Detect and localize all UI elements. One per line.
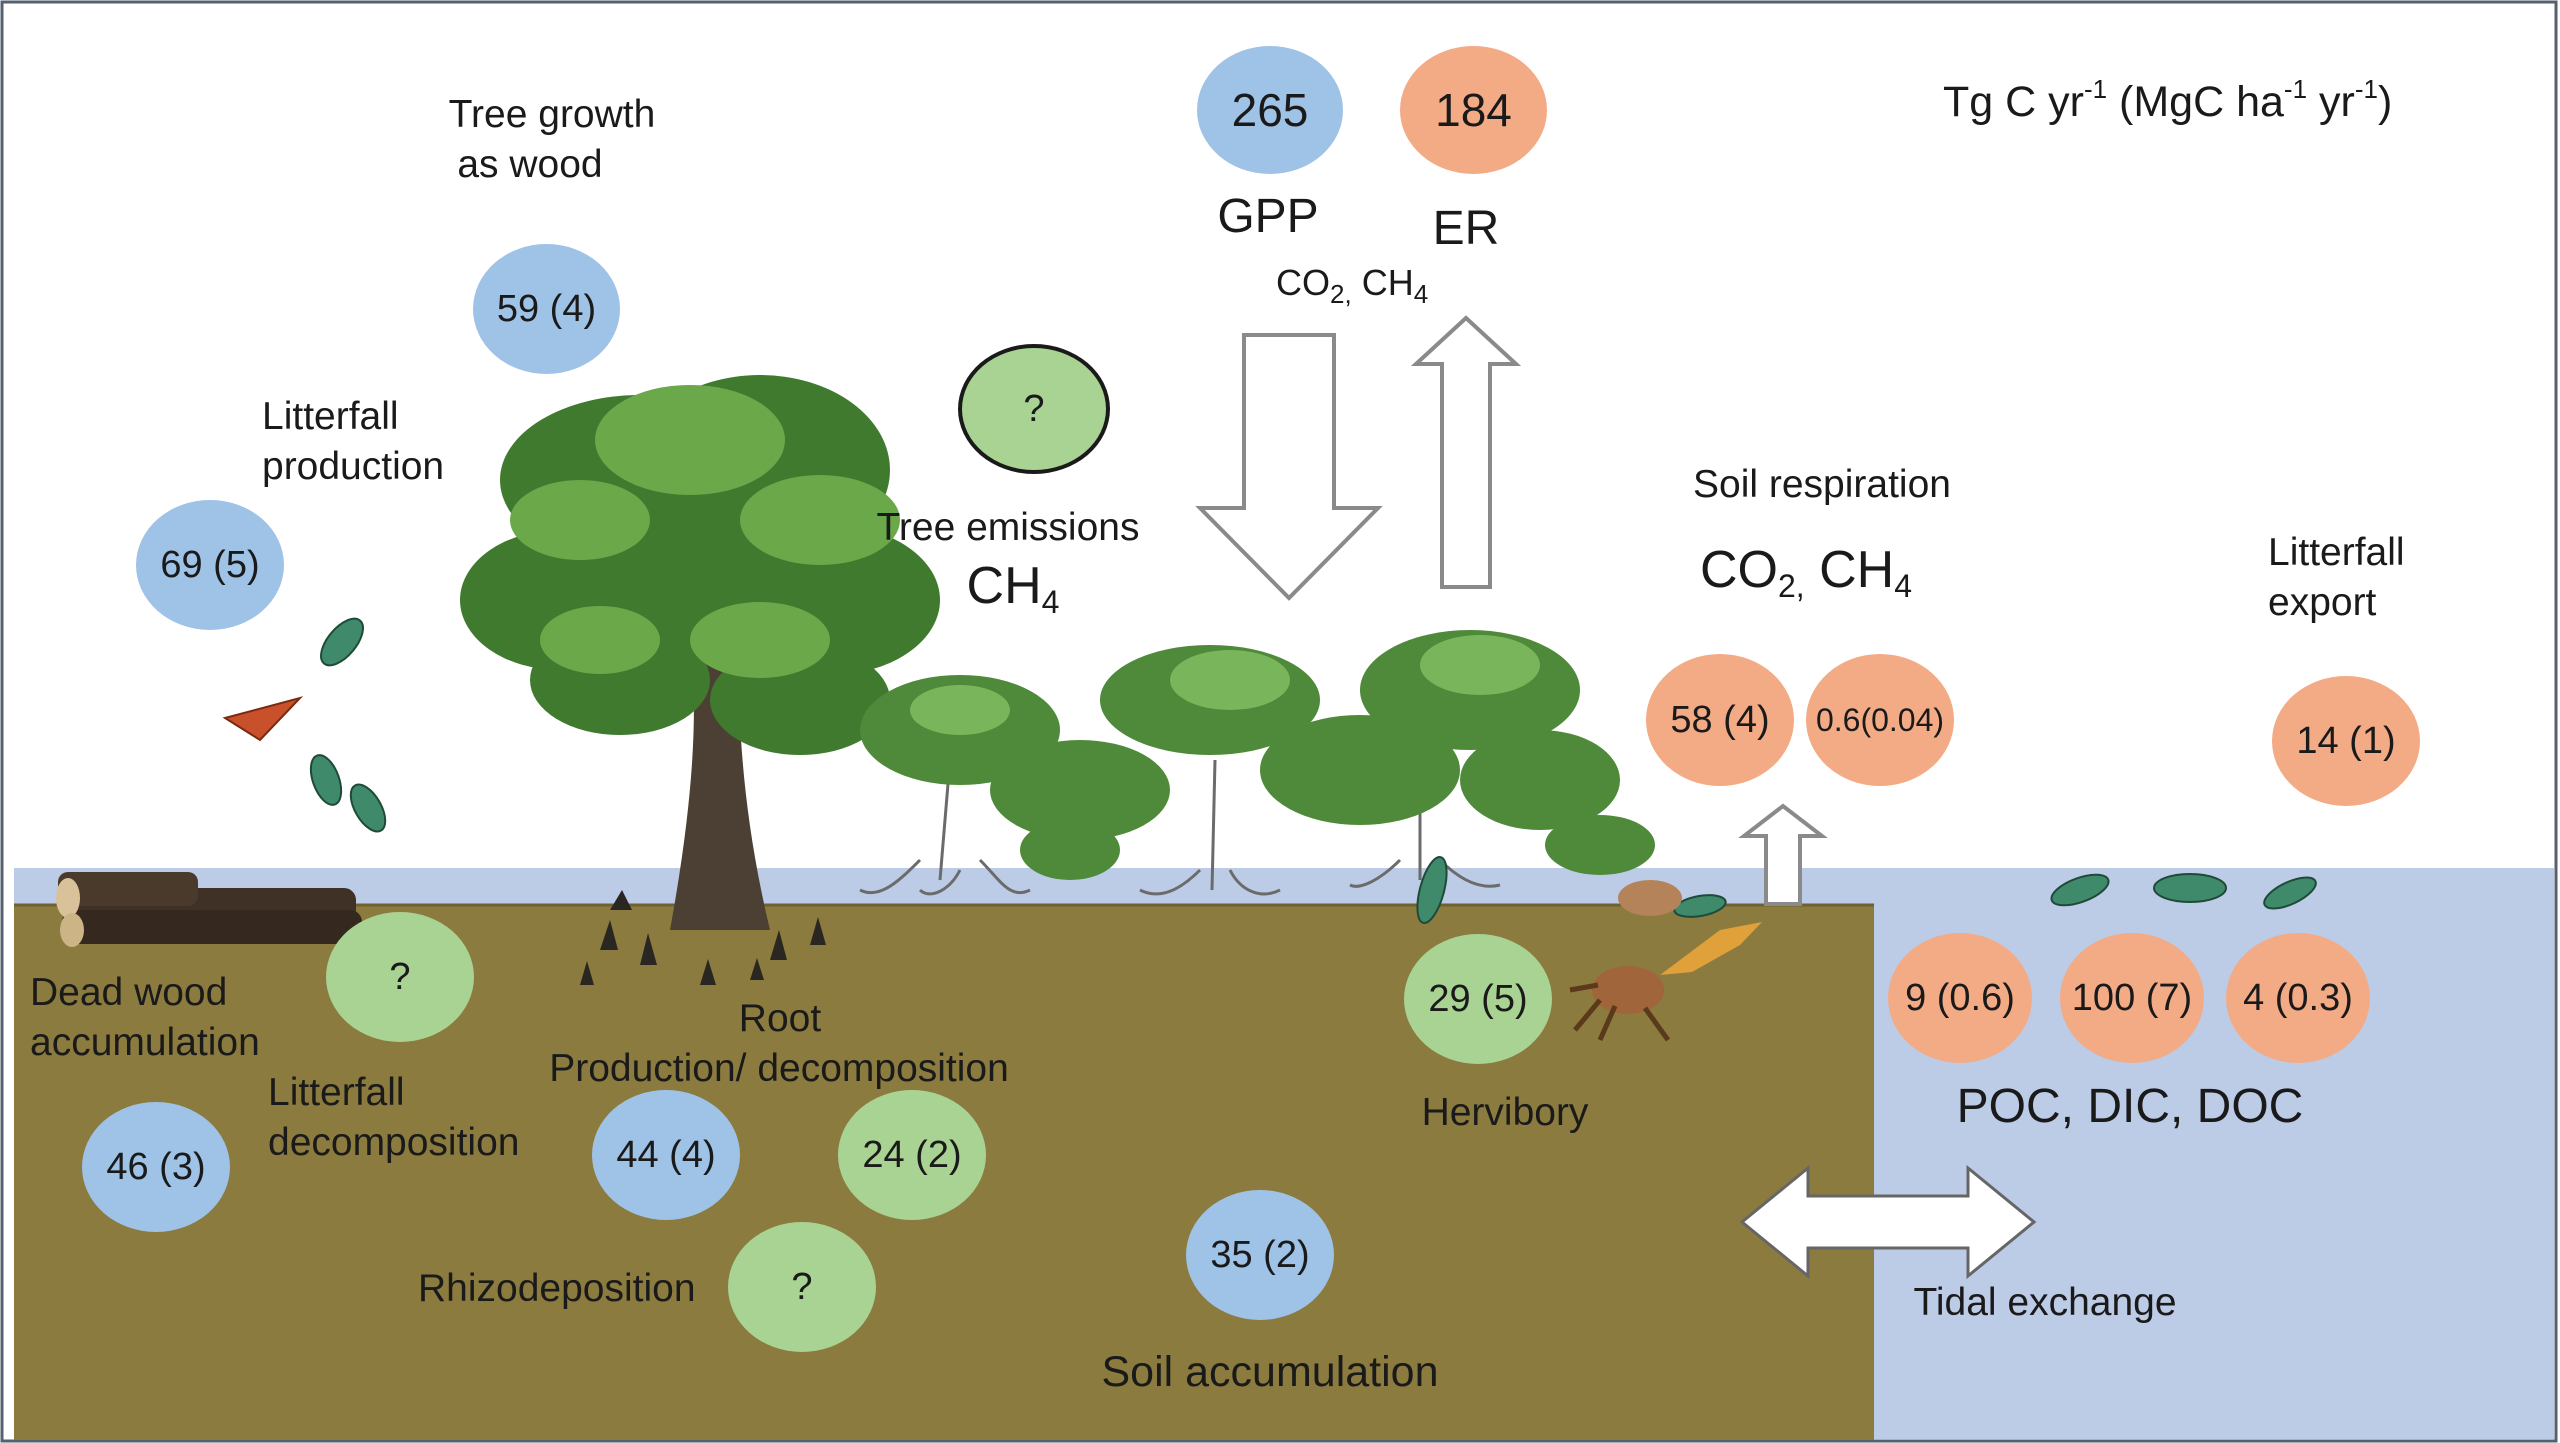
rhizodeposition-bubble: ? [728,1222,876,1352]
herbivory-bubble: 29 (5) [1404,934,1552,1064]
tree-growth-bubble: 59 (4) [473,244,620,374]
rhizodeposition-label: Rhizodeposition [418,1267,696,1310]
er-label: ER [1432,202,1500,255]
tree-emissions-gas: CH4 [966,557,1060,620]
litterfall-export-label-line1: Litterfall [2268,531,2405,574]
herbivory-label: Hervibory [1421,1091,1589,1134]
litterfall-export-bubble: 14 (1) [2272,676,2420,806]
soil-co2-bubble: 58 (4) [1646,654,1794,786]
gpp-bubble: 265 [1197,46,1343,174]
litterfall-export-label-line2: export [2268,581,2377,624]
litterfall-production-bubble: 69 (5) [136,500,284,630]
tidal-exchange-label: Tidal exchange [1913,1281,2177,1324]
crab [1569,922,1762,1042]
gpp-arrow [1195,333,1383,601]
root-label-line2: Production/ decomposition [549,1047,1009,1090]
lateral-export-label: POC, DIC, DOC [1956,1080,2304,1133]
dead-wood-bubble: ? [326,912,474,1042]
dead-wood-label-line2: accumulation [30,1021,260,1064]
snail [1618,880,1682,916]
mangrove-shrubs [859,759,1501,896]
soil-gases-label: CO2, CH4 [1699,541,1913,604]
dic-bubble: 100 (7) [2060,933,2204,1063]
soil-accumulation-bubble: 35 (2) [1186,1190,1334,1320]
floating-leaves [1416,856,2317,924]
litterfall-decomposition-label-line2: decomposition [268,1121,520,1164]
tree-growth-label-line2: as wood [457,143,603,186]
atm-gases-label: CO2, CH4 [1276,262,1429,309]
tree-emissions-label: Tree emissions [876,506,1140,549]
soil-ch4-bubble: 0.6(0.04) [1806,654,1954,786]
root-label-line1: Root [738,997,822,1040]
large-tree [460,375,940,985]
litterfall-production-label-line2: production [262,445,445,488]
dead-wood-logs [56,872,362,947]
tree-growth-label-line1: Tree growth [448,93,656,136]
poc-bubble: 9 (0.6) [1888,933,2032,1063]
doc-bubble: 4 (0.3) [2226,933,2370,1063]
root-production-bubble: 44 (4) [592,1090,740,1220]
falling-leaves [222,617,387,833]
litterfall-production-label-line1: Litterfall [262,395,399,438]
er-arrow [1410,315,1522,589]
soil-accumulation-label: Soil accumulation [1101,1348,1439,1396]
soil-respiration-label: Soil respiration [1693,463,1951,506]
dead-wood-label-line1: Dead wood [30,971,228,1014]
tidal-exchange-arrow [1739,1164,2037,1280]
soil-respiration-arrow [1738,803,1828,906]
root-decomposition-bubble: 24 (2) [838,1090,986,1220]
litterfall-decomposition-label-line1: Litterfall [268,1071,405,1114]
gpp-label: GPP [1217,190,1319,243]
er-bubble: 184 [1400,46,1547,174]
units-label: Tg C yr-1 (MgC ha-1 yr-1) [1943,74,2393,126]
tree-emissions-bubble: ? [958,344,1110,474]
litterfall-decomposition-bubble: 46 (3) [82,1102,230,1232]
mangrove-canopy [860,630,1655,880]
